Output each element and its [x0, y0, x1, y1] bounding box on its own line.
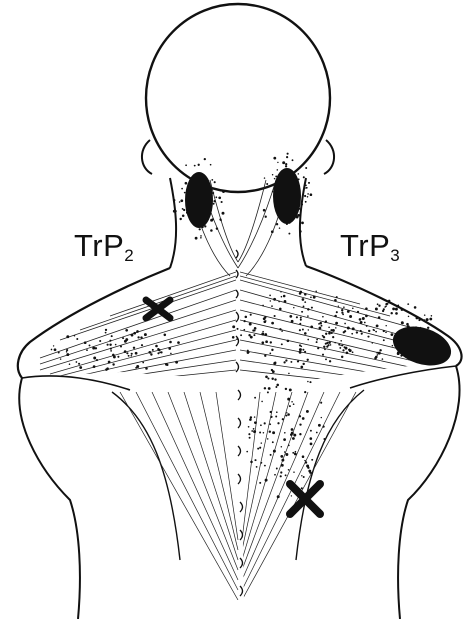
- left-scapula: [112, 392, 180, 560]
- left-ear: [142, 140, 152, 174]
- label-2-subscript: 2: [124, 246, 134, 265]
- head-outline: [146, 4, 330, 192]
- label-3-main: TrP: [340, 228, 390, 263]
- trigger-point-label-2: TrP2: [74, 228, 134, 264]
- trigger-point-label-3: TrP3: [340, 228, 400, 264]
- left-shoulder-edge: [22, 376, 130, 390]
- right-scapula: [296, 390, 364, 560]
- neck-left-contour: [170, 178, 176, 268]
- right-shoulder-edge: [350, 366, 456, 388]
- lower-trapezius-fibers: [120, 392, 356, 600]
- right-occipital-zone: [273, 168, 301, 224]
- left-occipital-zone: [185, 172, 213, 228]
- label-2-main: TrP: [74, 228, 124, 263]
- spinal-column: [236, 250, 243, 596]
- label-3-subscript: 3: [390, 246, 400, 265]
- right-torso-contour: [398, 366, 459, 619]
- right-ear: [324, 140, 334, 174]
- right-trigger-point-cross: [290, 484, 320, 514]
- referred-pain-stipple: [51, 153, 435, 499]
- left-torso-contour: [19, 378, 80, 619]
